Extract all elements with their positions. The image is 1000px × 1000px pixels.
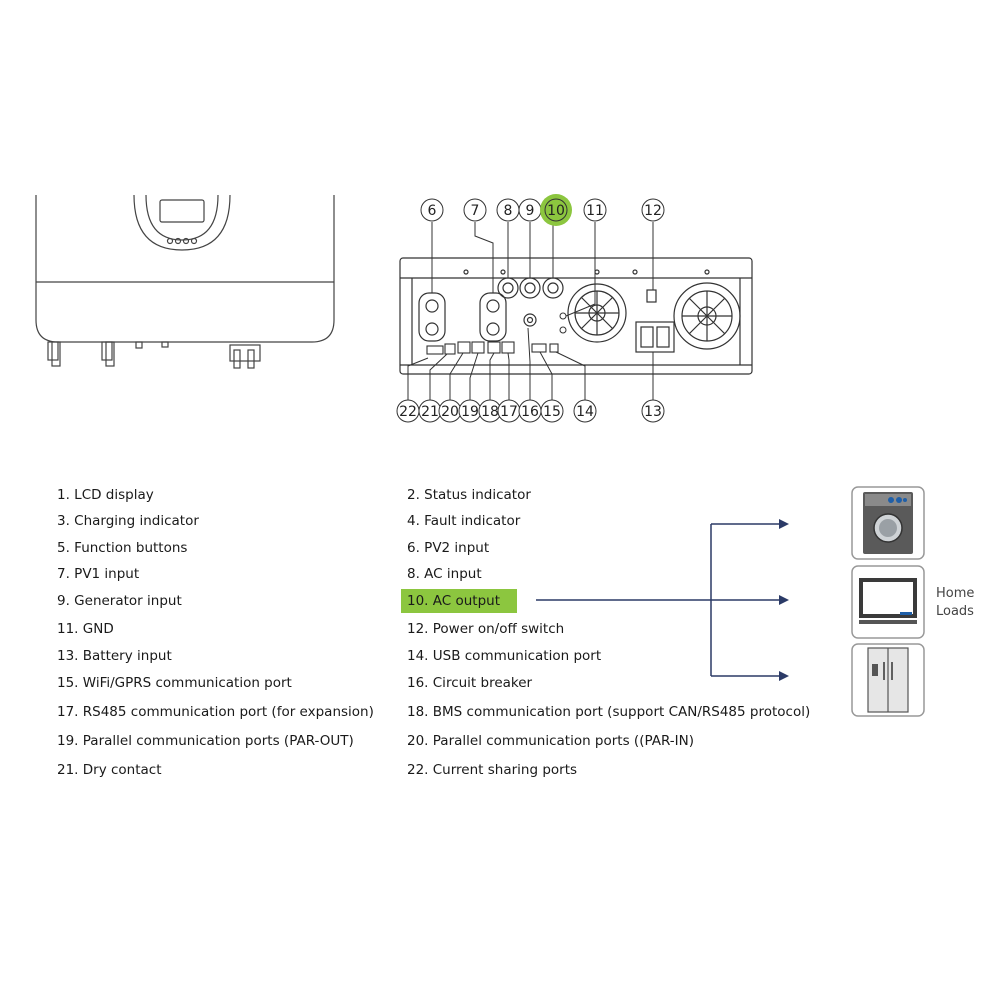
legend-item-9: 9. Generator input bbox=[57, 593, 182, 609]
svg-text:8: 8 bbox=[504, 203, 513, 219]
legend-item-3: 3. Charging indicator bbox=[57, 513, 199, 529]
home-loads-line2: Loads bbox=[936, 604, 974, 619]
usb-port bbox=[549, 343, 559, 353]
legend-item-14: 14. USB communication port bbox=[407, 648, 602, 664]
current-sharing-port bbox=[426, 345, 444, 355]
svg-text:10: 10 bbox=[547, 203, 565, 219]
legend-item-18: 18. BMS communication port (support CAN/… bbox=[407, 704, 811, 720]
legend-item-10: 10. AC output bbox=[401, 589, 517, 613]
callout-15 bbox=[540, 399, 564, 423]
inverter-front-view bbox=[35, 194, 335, 369]
callout-11 bbox=[583, 198, 607, 222]
arrow-right-icon bbox=[779, 671, 789, 681]
svg-text:18: 18 bbox=[481, 404, 499, 420]
refrigerator-icon bbox=[851, 643, 925, 717]
callouts: 6 7 8 9 10 11 12 22 21 20 19 18 17 16 15… bbox=[396, 194, 665, 423]
callout-7 bbox=[463, 198, 487, 222]
svg-text:11: 11 bbox=[586, 203, 604, 219]
battery-terminal bbox=[635, 321, 675, 353]
legend-item-15: 15. WiFi/GPRS communication port bbox=[57, 675, 292, 691]
legend-item-2: 2. Status indicator bbox=[407, 487, 531, 503]
ac-output-arrows bbox=[536, 523, 782, 677]
callout-12 bbox=[641, 198, 665, 222]
legend-item-7: 7. PV1 input bbox=[57, 566, 140, 582]
svg-text:12: 12 bbox=[644, 203, 662, 219]
lcd-panel-icon bbox=[133, 194, 231, 251]
callout-leaders bbox=[407, 222, 654, 400]
arrow-right-icon bbox=[779, 595, 789, 605]
svg-text:14: 14 bbox=[576, 404, 594, 420]
pv2-connector bbox=[418, 292, 446, 342]
ac-input-gland bbox=[497, 277, 519, 299]
legend-item-21: 21. Dry contact bbox=[57, 762, 162, 778]
callout-6 bbox=[420, 198, 444, 222]
svg-text:19: 19 bbox=[461, 404, 479, 420]
rs485-port bbox=[501, 341, 515, 354]
legend-item-6: 6. PV2 input bbox=[407, 540, 490, 556]
legend-item-8: 8. AC input bbox=[407, 566, 482, 582]
comm-ports-row bbox=[426, 341, 559, 355]
svg-text:6: 6 bbox=[428, 203, 437, 219]
fan-left-icon bbox=[567, 283, 627, 343]
dry-contact-port bbox=[444, 343, 456, 355]
svg-text:20: 20 bbox=[441, 404, 459, 420]
legend-item-5: 5. Function buttons bbox=[57, 540, 188, 556]
fan-right-icon bbox=[673, 282, 741, 350]
svg-text:9: 9 bbox=[526, 203, 535, 219]
svg-text:22: 22 bbox=[399, 404, 417, 420]
bms-port bbox=[487, 341, 501, 354]
wifi-port bbox=[531, 343, 547, 353]
svg-text:16: 16 bbox=[521, 404, 539, 420]
television-icon bbox=[851, 565, 925, 639]
callout-13 bbox=[641, 399, 665, 423]
legend-item-1: 1. LCD display bbox=[57, 487, 154, 503]
par-out-port bbox=[471, 341, 485, 354]
svg-text:13: 13 bbox=[644, 404, 662, 420]
callout-10 bbox=[544, 198, 568, 222]
legend-item-19: 19. Parallel communication ports (PAR-OU… bbox=[57, 733, 354, 749]
legend-item-22: 22. Current sharing ports bbox=[407, 762, 578, 778]
pv1-connector bbox=[479, 292, 507, 342]
par-in-port bbox=[457, 341, 471, 354]
arrow-right-icon bbox=[779, 519, 789, 529]
legend-item-16: 16. Circuit breaker bbox=[407, 675, 533, 691]
legend-item-20: 20. Parallel communication ports ((PAR-I… bbox=[407, 733, 695, 749]
inverter-bottom-view bbox=[399, 257, 753, 375]
ac-output-gland bbox=[542, 277, 564, 299]
home-loads-label: Home Loads bbox=[936, 585, 974, 621]
legend-item-4: 4. Fault indicator bbox=[407, 513, 521, 529]
svg-text:15: 15 bbox=[543, 404, 561, 420]
arrowheads bbox=[779, 519, 789, 681]
legend-item-11: 11. GND bbox=[57, 621, 114, 637]
legend-item-17: 17. RS485 communication port (for expans… bbox=[57, 704, 374, 720]
svg-text:7: 7 bbox=[471, 203, 480, 219]
generator-input-gland bbox=[519, 277, 541, 299]
washing-machine-icon bbox=[851, 486, 925, 560]
svg-text:17: 17 bbox=[500, 404, 518, 420]
home-loads-line1: Home bbox=[936, 586, 975, 601]
bottom-connectors-front bbox=[47, 341, 261, 369]
callout-14 bbox=[573, 399, 597, 423]
power-switch bbox=[646, 289, 657, 303]
legend-item-13: 13. Battery input bbox=[57, 648, 172, 664]
legend-item-12: 12. Power on/off switch bbox=[407, 621, 565, 637]
svg-text:21: 21 bbox=[421, 404, 439, 420]
gnd-terminal bbox=[523, 313, 537, 327]
